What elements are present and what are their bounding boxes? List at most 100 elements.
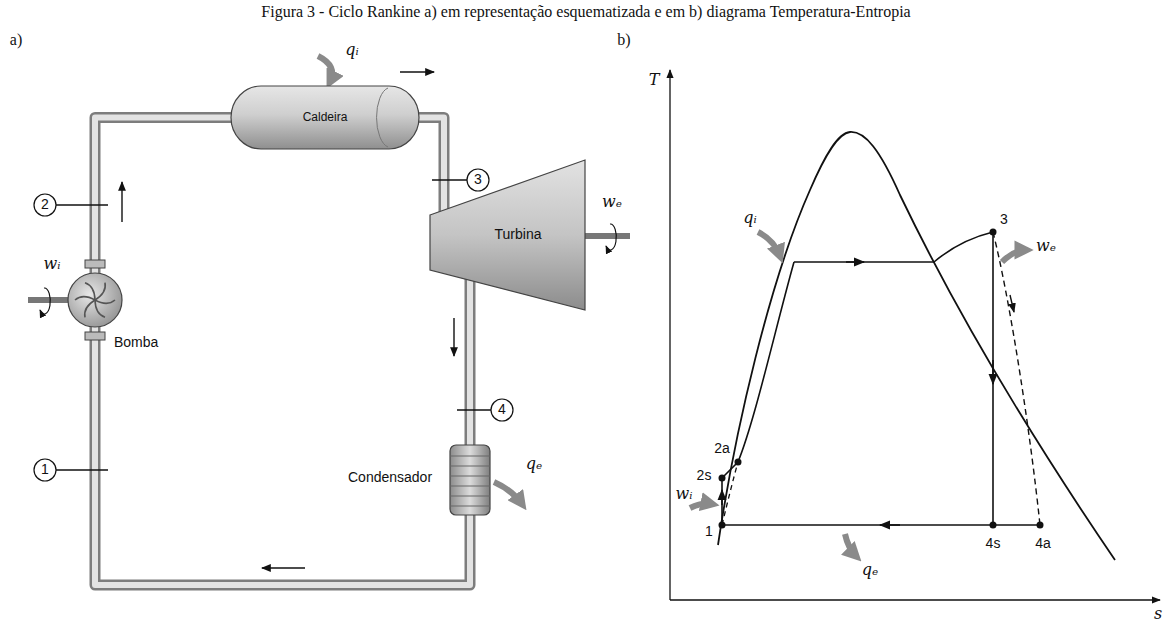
work-symbol: wᵢ: [44, 255, 61, 273]
state-label: 3: [1000, 212, 1008, 227]
pipe-bore: [95, 118, 231, 274]
impeller-blade: [75, 297, 95, 300]
pipe-flange: [85, 260, 105, 268]
flow-arrow: [400, 71, 434, 72]
state-point: [990, 229, 997, 236]
heat-in-arrow: [318, 56, 332, 82]
axis-label: s: [1154, 605, 1162, 623]
process-arrow: [721, 490, 723, 505]
state-label: 4s: [986, 536, 1001, 551]
callout-number: 4: [498, 402, 506, 417]
saturation-dome: [718, 132, 1115, 560]
pump-shape: [68, 273, 122, 327]
axis-label: T: [649, 71, 660, 89]
state-point: [735, 459, 742, 466]
state-tick: [457, 409, 491, 410]
state-label: 4a: [1035, 536, 1051, 551]
condenser-band: [450, 495, 490, 496]
state-label: 1: [705, 524, 713, 539]
condenser-band: [450, 455, 490, 456]
flow-arrow: [121, 182, 122, 222]
turbine: Turbina: [430, 160, 585, 310]
flow-arrow: [262, 567, 305, 568]
pipe-wall: [465, 278, 476, 445]
state-tick: [56, 469, 108, 470]
callout-number: 2: [41, 197, 49, 212]
heat-symbol: qᵢ: [743, 209, 756, 227]
heat-symbol: qₑ: [526, 455, 542, 473]
pump-shaft: [28, 297, 68, 303]
condenser: Condensador: [330, 440, 495, 520]
process-arrow: [846, 261, 864, 263]
condenser-band: [450, 475, 490, 476]
pump: Bomba: [60, 255, 170, 360]
pipe-bore: [95, 327, 470, 585]
boiler-shape: [231, 86, 419, 149]
isentropic-pumping: [721, 478, 723, 525]
state-tick: [432, 179, 467, 180]
heat-symbol: qₑ: [862, 561, 878, 579]
pipe: [419, 118, 444, 213]
heat-out-arrow: [845, 534, 856, 556]
state-point: [719, 475, 726, 482]
evaporation-line: [794, 261, 934, 263]
work-symbol: wᵢ: [676, 485, 693, 503]
process-arrow: [1010, 295, 1014, 312]
pipe-wall: [95, 118, 231, 274]
condenser-band: [450, 485, 490, 486]
boiler-end: [377, 88, 388, 147]
temperature-axis: [669, 70, 670, 600]
impeller-blade: [85, 283, 95, 300]
pipe-bore: [419, 118, 444, 213]
isentropic-expansion: [992, 232, 994, 525]
component-label: Caldeira: [303, 111, 348, 124]
turbine-shape: [430, 160, 585, 310]
panel-letter: b): [617, 31, 630, 49]
impeller-blade: [95, 300, 115, 303]
callout-circle: [467, 169, 489, 191]
superheat-line: [934, 232, 993, 262]
component-label: Bomba: [114, 335, 158, 350]
impeller-blade: [85, 300, 95, 317]
panel-letter: a): [10, 31, 22, 49]
turbine-shaft: [585, 233, 630, 239]
callout-circle: [34, 194, 56, 216]
impeller-blade: [95, 300, 105, 317]
entropy-axis: [670, 599, 1160, 600]
liquid-heating-line: [722, 262, 794, 478]
actual-pumping: [722, 462, 738, 525]
boiler-drum: Caldeira: [230, 85, 420, 150]
pipe-bore: [467, 278, 473, 445]
callout-number: 1: [41, 462, 49, 477]
figure-caption: Figura 3 - Ciclo Rankine a) em represent…: [0, 3, 1172, 21]
pipe-flange: [85, 332, 105, 340]
pipe: [470, 278, 471, 445]
flow-arrow: [453, 318, 454, 356]
callout-circle: [491, 399, 513, 421]
callout-circle: [34, 459, 56, 481]
process-arrow: [992, 360, 994, 384]
condenser-shape: [450, 445, 490, 515]
impeller-blade: [95, 283, 105, 300]
work-symbol: wₑ: [1036, 237, 1056, 255]
actual-expansion: [993, 232, 1040, 525]
pipe: [95, 327, 470, 585]
work-rotation-arrow: [606, 224, 616, 250]
work-symbol: wₑ: [602, 193, 622, 211]
state-points: [719, 229, 1044, 529]
callout-number: 3: [474, 172, 482, 187]
condenser-band: [450, 505, 490, 506]
pipe-wall: [95, 327, 470, 585]
work-in-arrow: [690, 504, 712, 509]
component-label: Condensador: [348, 470, 432, 485]
state-point: [1037, 522, 1044, 529]
state-tick: [56, 204, 108, 205]
state-point: [990, 522, 997, 529]
state-label: 2a: [714, 441, 730, 456]
pipe-wall: [419, 118, 444, 213]
heat-out-arrow: [494, 482, 522, 504]
heat-symbol: qᵢ: [345, 41, 358, 59]
state-point: [719, 522, 726, 529]
